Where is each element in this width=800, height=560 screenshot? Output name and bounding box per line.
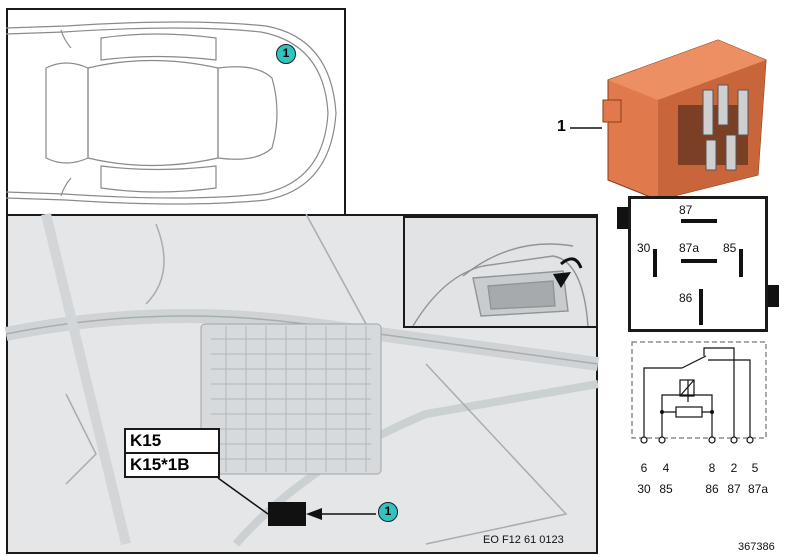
terminal-name-85: 85 [659, 482, 673, 496]
relay-location-marker [268, 502, 306, 526]
fuse-label-k15: K15 [124, 428, 220, 454]
diagram-id: 367386 [738, 541, 775, 553]
pin-86 [699, 289, 703, 325]
callout-marker-location: 1 [378, 502, 398, 522]
installation-illustration [4, 212, 599, 547]
pin-label-30: 30 [637, 241, 651, 255]
pin-label-85: 85 [723, 241, 737, 255]
terminal-number-4: 4 [662, 461, 670, 475]
terminal-name-87a: 87a [747, 482, 769, 496]
relay-schematic [631, 341, 767, 444]
fuse-label-k15-1b: K15*1B [124, 452, 220, 478]
pin-87 [681, 219, 717, 223]
callout-marker-vehicle: 1 [276, 44, 296, 64]
terminal-name-86: 86 [705, 482, 719, 496]
pin-label-87: 87 [679, 203, 693, 217]
car-outline-illustration [5, 21, 337, 205]
trunk-inset [403, 216, 598, 328]
part-callout-label: 1 [557, 118, 566, 135]
pin-30 [653, 249, 657, 277]
terminal-number-6: 6 [640, 461, 648, 475]
mounting-tab-left [617, 207, 628, 229]
mounting-tab-right [768, 285, 779, 307]
pin-label-86: 86 [679, 291, 693, 305]
trunk-illustration [412, 243, 589, 327]
terminal-name-87: 87 [727, 482, 741, 496]
terminal-number-5: 5 [751, 461, 759, 475]
terminal-number-2: 2 [730, 461, 738, 475]
pin-87a [681, 259, 717, 263]
terminal-name-30: 30 [637, 482, 651, 496]
installation-location-panel: K15 K15*1B 1 EO F12 61 0123 [4, 212, 599, 554]
pin-label-87a: 87a [679, 241, 700, 255]
reference-code: EO F12 61 0123 [483, 534, 564, 546]
pin-layout-diagram: 87 30 87a 85 86 [617, 196, 779, 332]
part-callout-leader [570, 127, 602, 129]
pin-85 [739, 249, 743, 277]
relay-photo [602, 39, 767, 201]
terminal-number-8: 8 [708, 461, 716, 475]
vehicle-overview-panel: 1 [5, 8, 346, 218]
